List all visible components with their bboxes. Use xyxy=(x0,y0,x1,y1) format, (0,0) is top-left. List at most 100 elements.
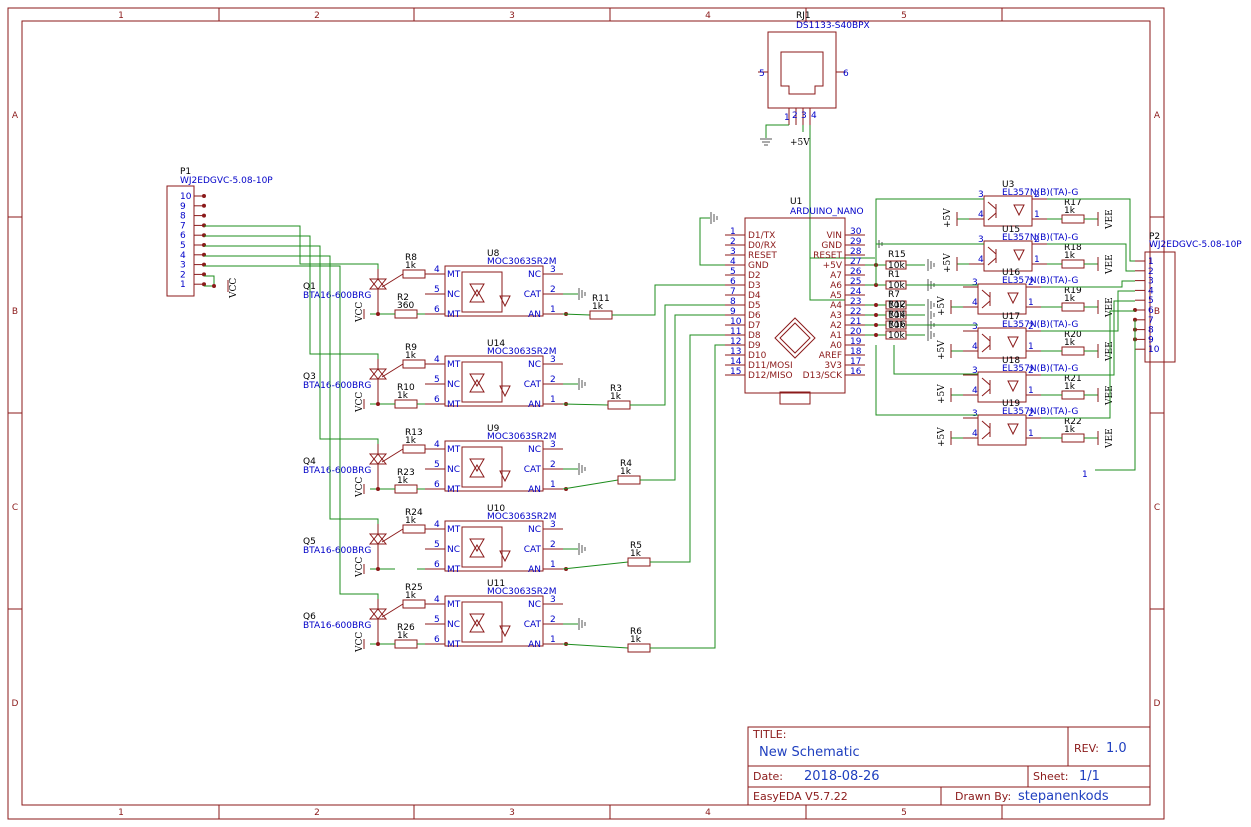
triac[interactable] xyxy=(368,608,388,620)
p1-pin-label: 6 xyxy=(180,231,186,241)
moc-pin-number: 5 xyxy=(434,540,440,550)
resistor[interactable] xyxy=(402,444,426,454)
resistor-value: 1k xyxy=(630,549,642,559)
vcc-label: VCC xyxy=(229,278,239,299)
el357-opto[interactable] xyxy=(977,283,1027,315)
p1-ref: P1 xyxy=(180,167,191,177)
el357-opto[interactable] xyxy=(983,240,1033,272)
resistor[interactable] xyxy=(607,400,631,410)
arduino-pin-name: RESET xyxy=(813,251,842,261)
moc-pin-number: 5 xyxy=(434,375,440,385)
resistor[interactable] xyxy=(627,557,651,567)
moc-optotriac[interactable] xyxy=(444,440,544,492)
resistor[interactable] xyxy=(394,639,418,649)
moc-pin-number: 6 xyxy=(434,635,440,645)
resistor-ref: R3 xyxy=(610,384,622,394)
moc-pin-name: NC xyxy=(528,270,541,280)
title-block: TITLE: New Schematic REV: 1.0 Date: 2018… xyxy=(747,726,1151,806)
connector-rj1[interactable]: RJ1 DS1133-S40BPX 5 6 1 2 3 4 xyxy=(758,11,870,125)
resistor[interactable] xyxy=(402,359,426,369)
el357-opto[interactable] xyxy=(983,195,1033,227)
resistor-ref: R2 xyxy=(397,293,409,303)
resistor[interactable] xyxy=(394,399,418,409)
moc-pin-name: CAT xyxy=(524,290,542,300)
arduino-pin-name: A6 xyxy=(830,281,842,291)
ground-icon xyxy=(578,543,586,555)
resistor-ref: R15 xyxy=(888,250,906,260)
resistor[interactable] xyxy=(1061,433,1085,443)
opto-pin-number: 3 xyxy=(978,235,984,245)
p2-pin-label: 1 xyxy=(1148,257,1154,267)
moc-value: MOC3063SR2M xyxy=(487,432,557,442)
resistor-ref: R19 xyxy=(1064,286,1082,296)
resistor-value: 1k xyxy=(1064,206,1076,216)
moc-pin-number: 5 xyxy=(434,460,440,470)
resistor-ref: R8 xyxy=(405,253,417,263)
p2-pin-label: 3 xyxy=(1148,277,1154,287)
ground-icon xyxy=(760,138,772,146)
moc-optotriac[interactable] xyxy=(444,520,544,572)
triac-value: BTA16-600BRG xyxy=(303,546,371,556)
col-label-2: 2 xyxy=(314,11,320,21)
resistor[interactable] xyxy=(627,643,651,653)
moc-optotriac[interactable] xyxy=(444,355,544,407)
resistor-value: 1k xyxy=(1064,294,1076,304)
arduino-pin-number: 6 xyxy=(730,277,736,287)
resistor-ref: R25 xyxy=(405,583,423,593)
rj1-pin-2: 2 xyxy=(792,111,798,121)
arduino-ref: U1 xyxy=(790,197,802,207)
triac-ref: Q1 xyxy=(303,282,316,292)
resistor-ref: R21 xyxy=(1064,374,1082,384)
p2-pin-label: 8 xyxy=(1148,326,1154,336)
resistor[interactable] xyxy=(1061,302,1085,312)
resistor[interactable] xyxy=(1061,214,1085,224)
resistor[interactable] xyxy=(402,524,426,534)
moc-pin-name: CAT xyxy=(524,380,542,390)
row-label-d: D xyxy=(12,699,19,709)
resistor-ref: R26 xyxy=(397,623,415,633)
moc-pin-number: 2 xyxy=(550,285,556,295)
resistor[interactable] xyxy=(1061,346,1085,356)
col-label-3-bottom: 3 xyxy=(509,808,515,818)
resistor-value: 1k xyxy=(397,476,409,486)
resistor[interactable] xyxy=(402,269,426,279)
arduino-pin-number: 3 xyxy=(730,247,736,257)
triac[interactable] xyxy=(368,368,388,380)
resistor[interactable] xyxy=(394,484,418,494)
arduino-pin-number: 20 xyxy=(850,327,862,337)
resistor[interactable] xyxy=(1061,390,1085,400)
triac[interactable] xyxy=(368,453,388,465)
opto-pin-number: 2 xyxy=(1034,190,1040,200)
opto-pin-number: 3 xyxy=(978,190,984,200)
resistor[interactable] xyxy=(402,599,426,609)
el357-opto[interactable] xyxy=(977,371,1027,403)
resistor[interactable] xyxy=(1061,259,1085,269)
triac-ref: Q4 xyxy=(303,457,316,467)
resistor-value: 1k xyxy=(405,261,417,271)
vee-label: VEE xyxy=(1105,297,1115,318)
resistor-value: 1k xyxy=(397,631,409,641)
resistor-ref: R13 xyxy=(405,428,423,438)
moc-optotriac[interactable] xyxy=(444,265,544,317)
triac[interactable] xyxy=(368,278,388,290)
5v-label: +5V xyxy=(943,208,953,228)
arduino-pin-number: 2 xyxy=(730,237,736,247)
triac-ref: Q6 xyxy=(303,612,316,622)
triac[interactable] xyxy=(368,533,388,545)
resistor[interactable] xyxy=(394,309,418,319)
resistor[interactable] xyxy=(589,310,613,320)
resistor-ref: R18 xyxy=(1064,243,1082,253)
resistor[interactable] xyxy=(617,475,641,485)
resistor-value: 1k xyxy=(630,635,642,645)
el357-opto[interactable] xyxy=(977,327,1027,359)
schematic-title: New Schematic xyxy=(759,745,860,760)
opto-value: EL357N(B)(TA)-G xyxy=(1002,233,1078,243)
moc-optotriac[interactable] xyxy=(444,595,544,647)
el357-opto[interactable] xyxy=(977,414,1027,446)
moc-pin-name: NC xyxy=(447,620,460,630)
